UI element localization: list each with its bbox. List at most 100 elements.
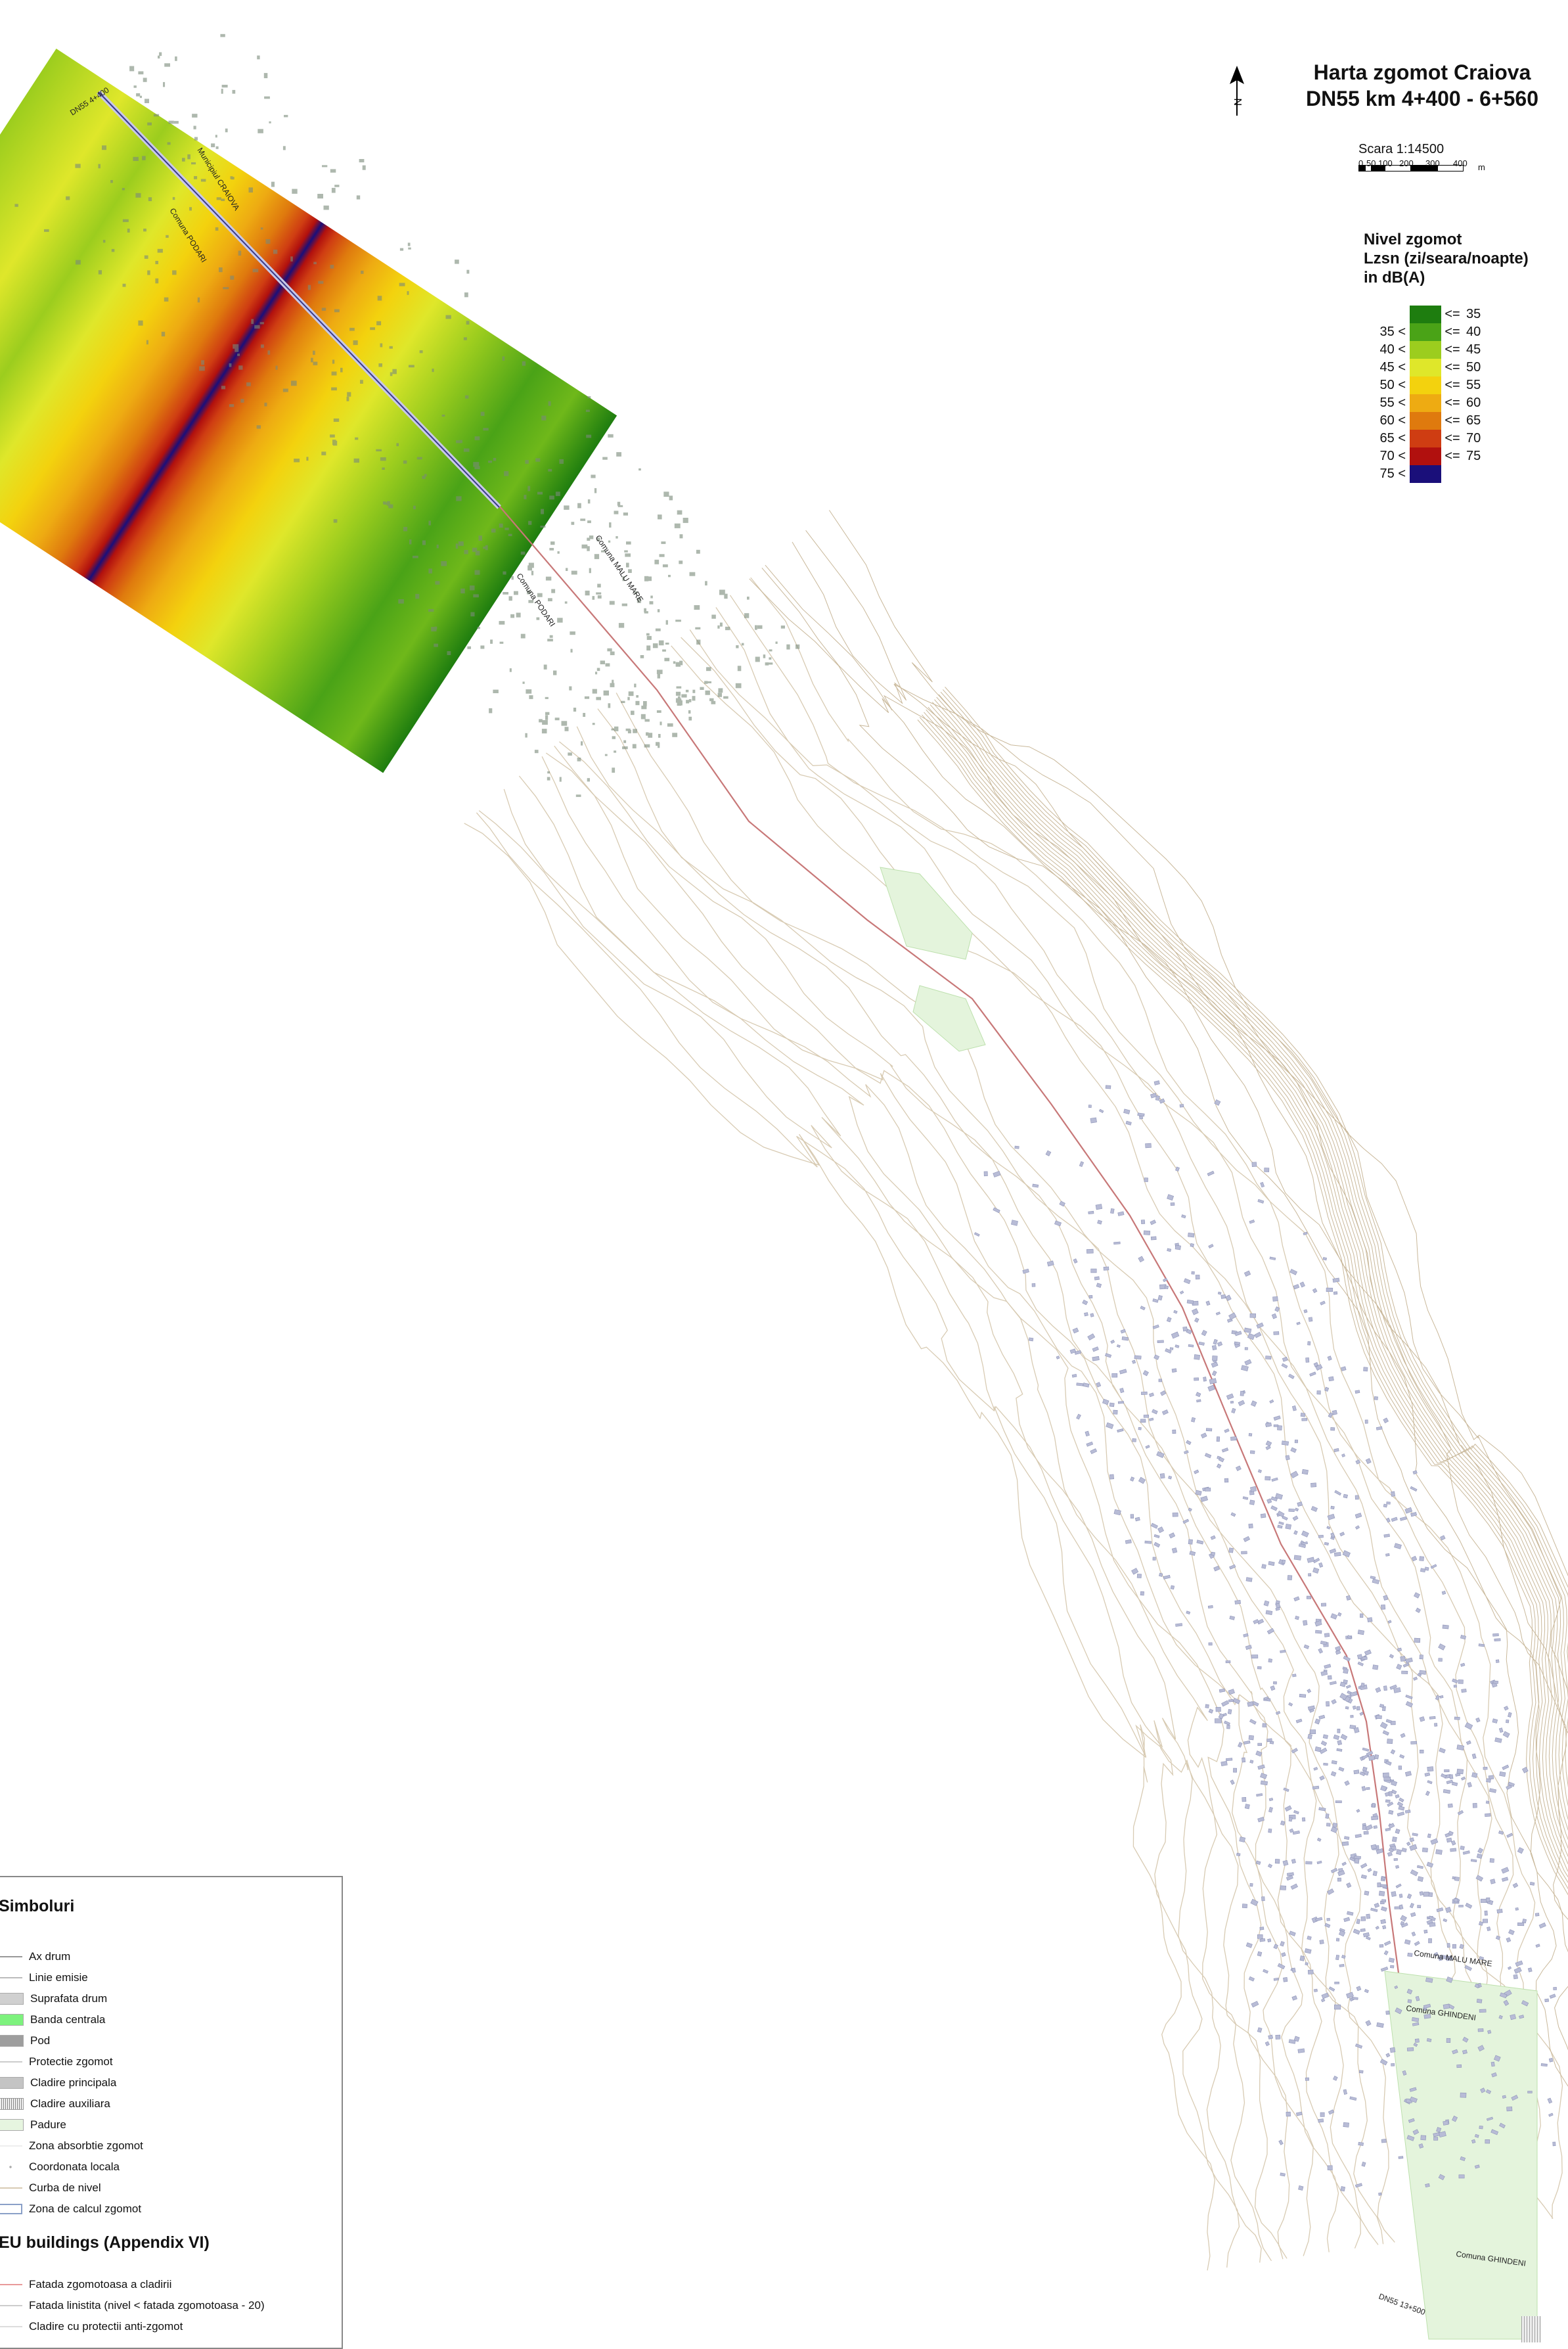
noise-map-building	[332, 440, 336, 445]
building	[1161, 1390, 1166, 1396]
building	[1159, 1379, 1162, 1382]
noise-map-building	[470, 585, 475, 590]
building	[1355, 1390, 1360, 1394]
noise-map-building	[480, 645, 484, 649]
noise-map-building	[313, 351, 315, 355]
building	[1337, 1748, 1342, 1751]
building	[1323, 1735, 1328, 1739]
building	[1172, 1548, 1177, 1553]
slope-contour	[943, 689, 1568, 1954]
noise-map-building	[191, 162, 196, 164]
noise-class-swatch	[1410, 376, 1441, 394]
building	[1420, 1750, 1423, 1753]
building	[1132, 1438, 1136, 1442]
symbol-item-swatch	[0, 1951, 22, 1962]
building	[1502, 2095, 1506, 2099]
building	[1282, 1516, 1288, 1520]
noise-map-building	[145, 99, 149, 103]
building	[1265, 2041, 1269, 2046]
noise-map-building	[586, 410, 590, 412]
building	[1460, 2093, 1466, 2097]
noise-map-building	[464, 449, 470, 452]
contour-line	[616, 693, 1395, 2242]
building	[1294, 1530, 1298, 1534]
building	[1368, 1868, 1372, 1872]
building	[1165, 1286, 1169, 1289]
contour-line	[554, 746, 1339, 2252]
km-end-label: DN55 13+500	[1378, 2292, 1427, 2317]
noise-map-building	[407, 291, 409, 295]
building	[1346, 1595, 1351, 1600]
building	[1485, 1813, 1490, 1817]
noise-map-building	[633, 744, 637, 748]
building	[1496, 1660, 1499, 1663]
noise-map-building	[646, 733, 648, 736]
noise-map-building	[510, 668, 512, 672]
noise-map-building	[547, 771, 550, 773]
building	[1416, 1608, 1420, 1612]
noise-map-building	[660, 721, 662, 725]
map-title: Harta zgomot Craiova DN55 km 4+400 - 6+5…	[1284, 59, 1560, 112]
building	[1191, 1417, 1195, 1422]
building	[1452, 1679, 1458, 1683]
contour-line	[806, 530, 1568, 2203]
noise-map-building	[654, 560, 659, 564]
noise-map-building	[127, 229, 130, 233]
building	[1224, 1478, 1228, 1482]
noise-map-building	[258, 129, 263, 133]
locality-label-malu-mare-1: Comuna MALU MARE	[594, 534, 646, 604]
building	[1141, 1220, 1145, 1224]
building	[1485, 1911, 1488, 1915]
building	[1249, 1735, 1254, 1740]
building	[1514, 1967, 1521, 1974]
noise-map-building	[456, 496, 461, 501]
building	[1206, 1301, 1210, 1306]
noise-class-row: 45 <<=50	[1373, 359, 1492, 376]
building	[1368, 1755, 1375, 1760]
building	[1386, 1518, 1390, 1522]
building	[1460, 1944, 1464, 1949]
building	[1228, 1689, 1235, 1695]
noise-map-building	[403, 527, 407, 532]
noise-map-building	[334, 185, 339, 187]
noise-class-swatch	[1410, 447, 1441, 465]
building	[1109, 1403, 1114, 1407]
building	[1270, 1400, 1274, 1403]
building	[1273, 1296, 1278, 1301]
contour-line	[479, 811, 1261, 2263]
building	[1342, 1454, 1345, 1457]
building	[1280, 1821, 1285, 1825]
building	[1102, 1399, 1109, 1405]
building	[1502, 1765, 1509, 1769]
building	[1167, 1248, 1171, 1252]
building	[1310, 1483, 1316, 1487]
symbol-item-swatch	[0, 2141, 22, 2151]
symbol-item-swatch	[0, 2014, 24, 2026]
noise-map-building	[612, 767, 615, 773]
building	[1230, 1436, 1236, 1440]
noise-map-building	[143, 78, 147, 81]
building	[1088, 1334, 1095, 1340]
building	[1387, 1852, 1392, 1856]
building	[1305, 1963, 1308, 1965]
noise-map-building	[380, 344, 383, 348]
building	[1140, 1591, 1144, 1595]
building	[1508, 1967, 1511, 1970]
symbol-item-label: Curba de nivel	[26, 2181, 101, 2195]
noise-map-building	[667, 723, 673, 727]
building	[1412, 1932, 1416, 1936]
noise-class-swatch	[1410, 394, 1441, 412]
building	[1384, 1534, 1390, 1538]
noise-map-building	[672, 733, 677, 737]
noise-map-building	[769, 657, 771, 660]
noise-map-building	[786, 645, 790, 650]
building	[1250, 1883, 1253, 1886]
noise-map-building	[610, 652, 615, 656]
building	[993, 1171, 1000, 1177]
building	[1196, 1400, 1201, 1402]
symbol-item-label: Banda centrala	[28, 2013, 105, 2026]
noise-map-building	[102, 145, 106, 150]
building	[1502, 1877, 1508, 1882]
noise-map-building	[738, 666, 742, 671]
building	[1280, 1886, 1286, 1890]
